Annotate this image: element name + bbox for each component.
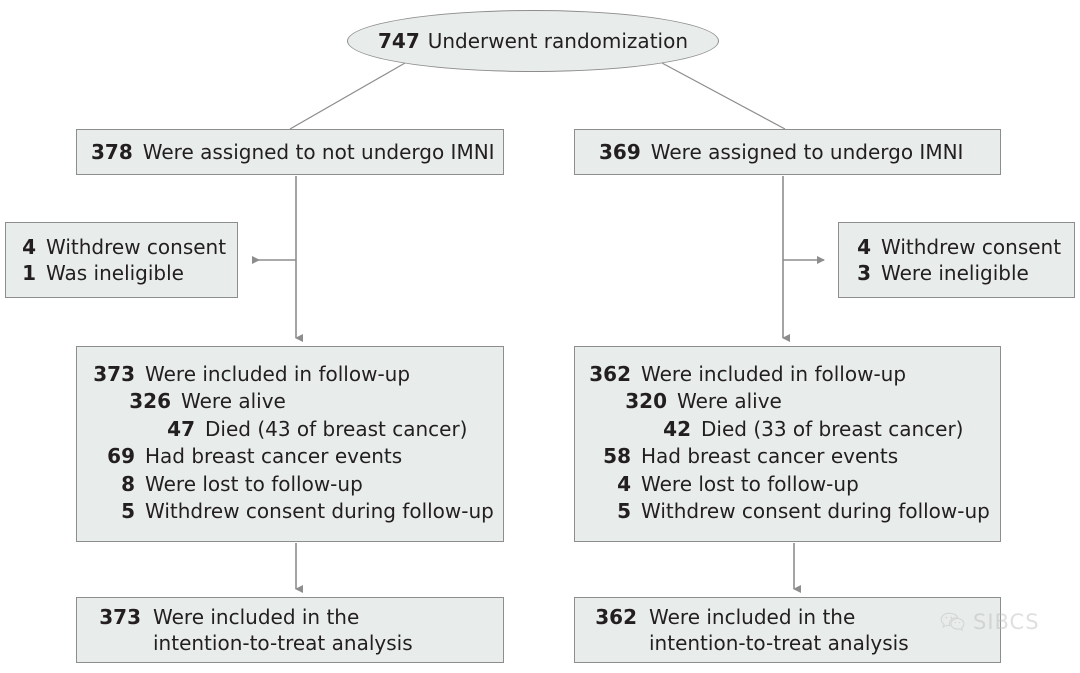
followup-left-2-count: 47 <box>167 416 195 441</box>
followup-left-2-label: Died (43 of breast cancer) <box>205 416 468 441</box>
watermark-label: SIBCS <box>973 610 1040 634</box>
followup-row: 362 Were included in follow-up <box>585 361 1000 387</box>
followup-row: 5 Withdrew consent during follow-up <box>585 498 1000 524</box>
exclusion-left-0-label: Withdrew consent <box>46 234 227 259</box>
node-exclusions-right: 4 Withdrew consent 3 Were ineligible <box>838 222 1075 298</box>
followup-left-4-count: 8 <box>121 471 135 496</box>
randomization-count: 747 <box>377 28 420 53</box>
itt-right-count: 362 <box>595 604 637 629</box>
followup-left-5-count: 5 <box>121 498 135 523</box>
followup-row: 42 Died (33 of breast cancer) <box>585 416 1000 442</box>
followup-right-3-count: 58 <box>603 444 631 469</box>
followup-left-0-label: Were included in follow-up <box>145 362 411 386</box>
node-assignment-left: 378 Were assigned to not undergo IMNI <box>76 129 504 175</box>
followup-right-5-count: 5 <box>617 498 631 523</box>
assignment-left-label: Were assigned to not undergo IMNI <box>142 139 495 164</box>
itt-right-label: Were included in the intention-to-treat … <box>649 604 909 655</box>
followup-right-1-label: Were alive <box>677 389 782 414</box>
watermark: SIBCS <box>940 610 1040 634</box>
exclusion-left-0-count: 4 <box>22 234 36 259</box>
exclusion-row: 3 Were ineligible <box>853 260 1074 286</box>
followup-row: 320 Were alive <box>585 388 1000 414</box>
node-followup-right: 362 Were included in follow-up 320 Were … <box>574 346 1001 542</box>
node-followup-left: 373 Were included in follow-up 326 Were … <box>76 346 504 542</box>
followup-left-3-count: 69 <box>107 444 135 469</box>
followup-right-0-label: Were included in follow-up <box>641 362 907 386</box>
followup-row: 47 Died (43 of breast cancer) <box>89 416 503 442</box>
followup-left-4-label: Were lost to follow-up <box>145 471 363 496</box>
followup-right-5-label: Withdrew consent during follow-up <box>641 498 990 523</box>
exclusion-right-1-count: 3 <box>857 261 871 285</box>
followup-row: 326 Were alive <box>89 388 503 414</box>
followup-row: 69 Had breast cancer events <box>89 443 503 469</box>
itt-left-label: Were included in the intention-to-treat … <box>153 604 413 655</box>
itt-left-count: 373 <box>99 604 141 629</box>
followup-row: 373 Were included in follow-up <box>89 361 503 387</box>
followup-right-4-label: Were lost to follow-up <box>641 471 859 496</box>
assignment-right-count: 369 <box>599 139 641 164</box>
exclusion-row: 4 Withdrew consent <box>853 234 1074 260</box>
exclusion-row: 4 Withdrew consent <box>18 234 237 260</box>
connector-randomization-to-right <box>661 62 786 130</box>
followup-row: 5 Withdrew consent during follow-up <box>89 498 503 524</box>
assignment-right-label: Were assigned to undergo IMNI <box>650 139 964 164</box>
exclusion-left-1-label: Was ineligible <box>46 261 184 285</box>
exclusion-right-0-label: Withdrew consent <box>881 234 1062 259</box>
exclusion-left-1-count: 1 <box>22 261 36 285</box>
followup-right-3-label: Had breast cancer events <box>641 444 899 469</box>
node-itt-right: 362 Were included in the intention-to-tr… <box>574 597 1001 663</box>
followup-left-3-label: Had breast cancer events <box>145 444 403 469</box>
followup-row: 58 Had breast cancer events <box>585 443 1000 469</box>
followup-left-0-count: 373 <box>93 362 135 386</box>
node-randomization: 747 Underwent randomization <box>347 10 719 72</box>
node-itt-left: 373 Were included in the intention-to-tr… <box>76 597 504 663</box>
followup-left-1-label: Were alive <box>181 389 286 414</box>
followup-row: 4 Were lost to follow-up <box>585 471 1000 497</box>
followup-right-4-count: 4 <box>617 471 631 496</box>
followup-right-2-label: Died (33 of breast cancer) <box>701 416 964 441</box>
node-exclusions-left: 4 Withdrew consent 1 Was ineligible <box>5 222 238 298</box>
followup-right-2-count: 42 <box>663 416 691 441</box>
followup-right-0-count: 362 <box>589 362 631 386</box>
exclusion-row: 1 Was ineligible <box>18 260 237 286</box>
exclusion-right-1-label: Were ineligible <box>881 261 1029 285</box>
exclusion-right-0-count: 4 <box>857 234 871 259</box>
followup-right-1-count: 320 <box>625 389 667 414</box>
randomization-label: Underwent randomization <box>427 28 688 53</box>
wechat-icon <box>940 612 965 632</box>
followup-row: 8 Were lost to follow-up <box>89 471 503 497</box>
followup-left-1-count: 326 <box>129 389 171 414</box>
node-assignment-right: 369 Were assigned to undergo IMNI <box>574 129 1001 175</box>
followup-left-5-label: Withdrew consent during follow-up <box>145 498 494 523</box>
assignment-left-count: 378 <box>91 139 133 164</box>
connector-randomization-to-left <box>289 62 406 130</box>
